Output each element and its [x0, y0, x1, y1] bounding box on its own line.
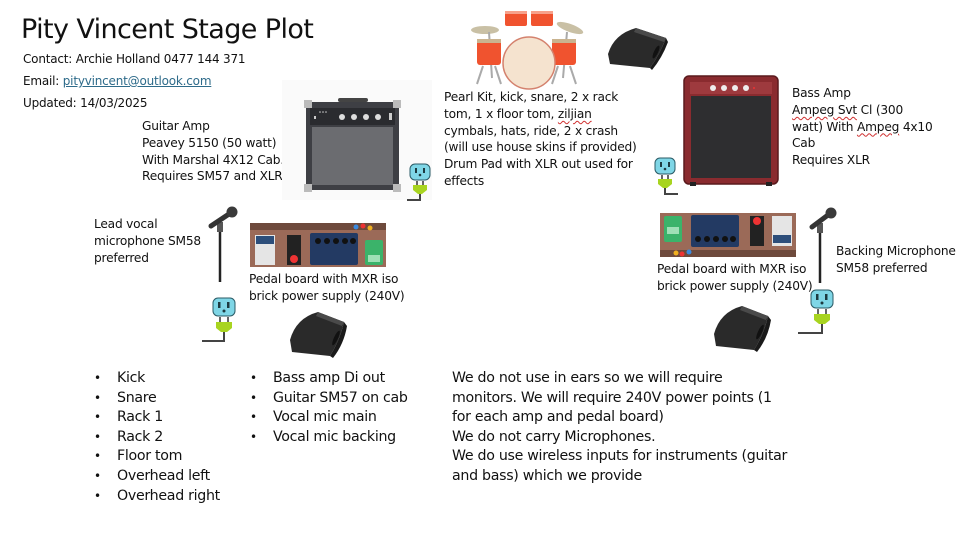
- bass-amp-line-part: 4x10: [899, 119, 933, 134]
- bass-amp-icon: [682, 74, 780, 188]
- page-title: Pity Vincent Stage Plot: [21, 14, 314, 45]
- power-outlet-icon: [796, 288, 836, 338]
- note-line: We do not carry Microphones.: [452, 428, 656, 445]
- bass-amp-line-part: watt) With: [792, 119, 857, 134]
- list-item: Guitar SM57 on cab: [250, 389, 408, 409]
- lead-vocal-line: preferred: [94, 250, 149, 265]
- note-line: and bass) which we provide: [452, 467, 642, 484]
- bass-amp-line-part: Cl (300: [856, 102, 904, 117]
- lead-vocal-line: microphone SM58: [94, 233, 201, 248]
- guitar-amp-line: With Marshal 4X12 Cab.: [142, 152, 285, 167]
- notes-block: We do not use in ears so we will require…: [452, 369, 787, 487]
- pedalboard-left-line: brick power supply (240V): [249, 288, 405, 303]
- guitar-amp-line: Guitar Amp: [142, 119, 210, 133]
- microphone-stand-icon: [205, 204, 241, 284]
- backing-vocal-label: Backing Microphone SM58 preferred: [836, 243, 956, 277]
- power-outlet-icon: [405, 162, 435, 204]
- list-item: Rack 2: [94, 428, 220, 448]
- list-item: Snare: [94, 389, 220, 409]
- note-line: We do use wireless inputs for instrument…: [452, 448, 788, 465]
- contact-info: Contact: Archie Holland 0477 144 371: [23, 52, 246, 66]
- drum-inputs-list: Kick Snare Rack 1 Rack 2 Floor tom Overh…: [94, 369, 220, 506]
- power-outlet-icon: [202, 296, 240, 346]
- pedalboard-right-line: Pedal board with MXR iso: [657, 262, 807, 276]
- bass-amp-label: Bass Amp Ampeg Svt Cl (300 watt) With Am…: [792, 85, 933, 169]
- bass-amp-line: Bass Amp: [792, 86, 851, 100]
- lead-vocal-label: Lead vocal microphone SM58 preferred: [94, 216, 201, 266]
- guitar-amp-line: Requires SM57 and XLR: [142, 169, 283, 184]
- note-line: We do not use in ears so we will require: [452, 370, 723, 386]
- bass-amp-line-part: Ampeg: [856, 119, 900, 134]
- drum-line: tom, 1 x floor tom, ziljian: [444, 106, 637, 123]
- pedalboard-left-label: Pedal board with MXR iso brick power sup…: [249, 271, 405, 305]
- drum-line-part: ziljian: [557, 106, 592, 121]
- stage-monitor-icon: [708, 298, 776, 356]
- bass-amp-line: Requires XLR: [792, 153, 870, 168]
- drum-line-part: tom, 1 x floor tom,: [444, 106, 558, 121]
- power-outlet-icon: [650, 156, 680, 198]
- drum-kit-icon: [465, 6, 590, 91]
- pedalboard-icon: [250, 223, 386, 267]
- note-line: for each amp and pedal board): [452, 409, 664, 426]
- lead-vocal-line: Lead vocal: [94, 217, 158, 231]
- pedalboard-right-label: Pedal board with MXR iso brick power sup…: [657, 261, 813, 295]
- note-line: monitors. We will require 240V power poi…: [452, 389, 772, 406]
- list-item: Floor tom: [94, 447, 220, 467]
- pedalboard-right-line: brick power supply (240V): [657, 278, 813, 293]
- list-item: Overhead left: [94, 467, 220, 487]
- guitar-amp-line: Peavey 5150 (50 watt): [142, 135, 277, 150]
- other-inputs-list: Bass amp Di out Guitar SM57 on cab Vocal…: [250, 369, 408, 447]
- drum-line: Drum Pad with XLR out used for: [444, 157, 633, 172]
- email-link[interactable]: pityvincent@outlook.com: [62, 74, 212, 88]
- drum-line: effects: [444, 173, 485, 188]
- list-item: Kick: [94, 369, 220, 389]
- drum-line: cymbals, hats, ride, 2 x crash: [444, 123, 618, 138]
- email-label: Email:: [23, 74, 63, 88]
- bass-amp-line: Cab: [792, 136, 816, 151]
- list-item: Rack 1: [94, 408, 220, 428]
- list-item: Vocal mic backing: [250, 428, 408, 448]
- updated-date: Updated: 14/03/2025: [23, 96, 148, 110]
- email-line: Email: pityvincent@outlook.com: [23, 74, 212, 88]
- backing-vocal-line: SM58 preferred: [836, 260, 928, 275]
- bass-amp-line: Ampeg Svt Cl (300: [792, 102, 933, 119]
- stage-monitor-icon: [600, 24, 672, 72]
- pedalboard-left-line: Pedal board with MXR iso: [249, 272, 399, 286]
- bass-amp-line: watt) With Ampeg 4x10: [792, 119, 933, 136]
- drum-kit-label: Pearl Kit, kick, snare, 2 x rack tom, 1 …: [444, 89, 637, 190]
- guitar-amp-icon: [282, 80, 432, 200]
- list-item: Vocal mic main: [250, 408, 408, 428]
- list-item: Bass amp Di out: [250, 369, 408, 389]
- stage-monitor-icon: [284, 306, 354, 360]
- list-item: Overhead right: [94, 487, 220, 507]
- drum-line: (will use house skins if provided): [444, 140, 637, 155]
- drum-line: Pearl Kit, kick, snare, 2 x rack: [444, 90, 619, 104]
- pedalboard-icon: [660, 213, 796, 257]
- microphone-stand-icon: [808, 205, 838, 285]
- backing-vocal-line: Backing Microphone: [836, 244, 956, 258]
- guitar-amp-label: Guitar Amp Peavey 5150 (50 watt) With Ma…: [142, 118, 284, 185]
- bass-amp-line-part: Ampeg Svt: [792, 102, 857, 117]
